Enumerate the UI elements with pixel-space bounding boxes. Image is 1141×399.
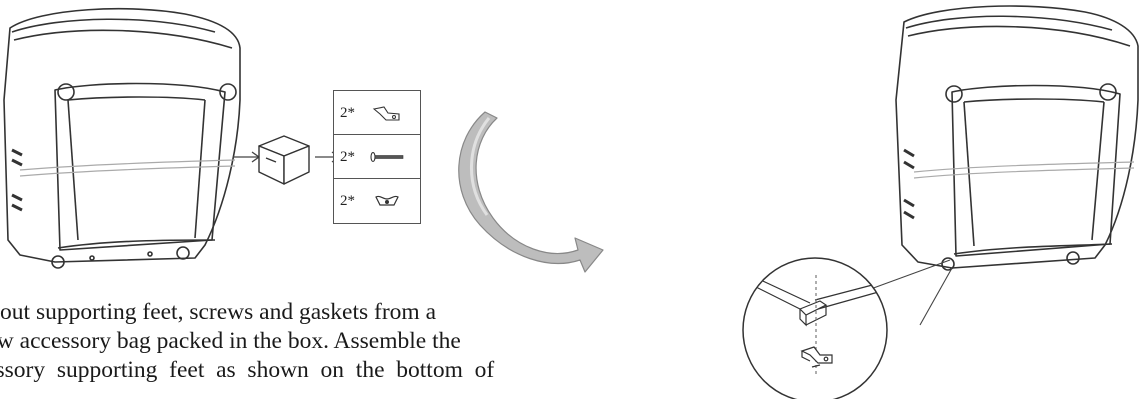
qty-label: 2*: [340, 193, 355, 209]
rotate-arrow-icon: [458, 111, 604, 273]
parts-list: 2* 2* 2*: [333, 90, 421, 224]
instruction-line-1: ke out supporting feet, screws and gaske…: [0, 299, 436, 325]
list-item: 2*: [334, 179, 420, 223]
qty-label: 2*: [340, 149, 355, 165]
supporting-foot-bracket-icon: [372, 106, 400, 121]
instruction-line-3: ssory supporting feet as shown on the bo…: [0, 357, 495, 383]
zoom-callout-lines: [867, 259, 953, 326]
screw-icon: [370, 151, 404, 163]
list-item: 2*: [334, 91, 420, 135]
chair-bottom-view-right: [895, 5, 1139, 271]
foot-assembly-detail: [742, 257, 888, 399]
instruction-line-2: llow accessory bag packed in the box. As…: [0, 328, 461, 354]
list-item: 2*: [334, 135, 420, 179]
accessory-box-icon: [258, 135, 310, 185]
chair-bottom-view-left: [3, 7, 241, 269]
qty-label: 2*: [340, 105, 355, 121]
instruction-text: ke out supporting feet, screws and gaske…: [0, 298, 512, 385]
wing-nut-gasket-icon: [375, 195, 399, 206]
